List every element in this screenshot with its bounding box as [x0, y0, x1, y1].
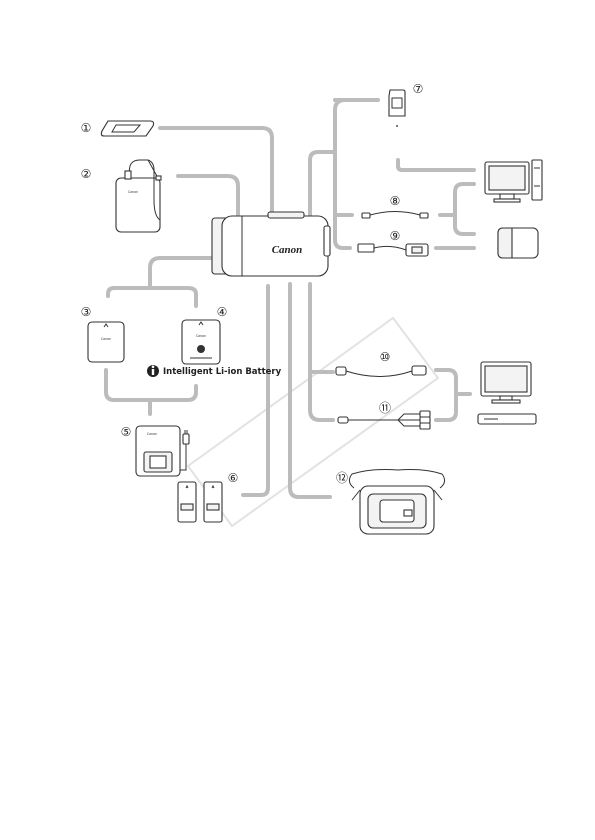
stereo-video-cable — [337, 410, 431, 430]
battery-pack-intelligent: Canon — [181, 319, 221, 365]
remote-controller — [100, 120, 155, 137]
marker-12: ⑫ — [336, 471, 348, 485]
camcorder: Canon — [211, 211, 331, 277]
battery-packs-pair — [177, 481, 223, 523]
battery-pack-small: Canon — [87, 321, 125, 363]
battery-brand-text: Canon — [101, 337, 111, 341]
marker-7: ⑦ — [413, 82, 424, 96]
info-circle-icon — [147, 365, 159, 377]
compact-power-adapter: Canon — [115, 159, 162, 233]
hdmi-cable — [335, 365, 427, 377]
marker-2: ② — [81, 167, 92, 181]
adapter-brand-text: Canon — [128, 190, 138, 194]
intelligent-battery-label: Intelligent Li-ion Battery — [163, 367, 282, 377]
intelligent-battery-badge: Intelligent Li-ion Battery — [147, 365, 282, 377]
computer — [484, 159, 543, 203]
marker-4: ④ — [217, 305, 228, 319]
intelligent-battery-brand-text: Canon — [196, 334, 206, 338]
battery-charger: Canon — [135, 425, 190, 477]
marker-6: ⑥ — [228, 471, 239, 485]
marker-10: ⑩ — [380, 350, 391, 364]
marker-1: ① — [81, 121, 92, 135]
camera-brand-text: Canon — [272, 244, 303, 256]
connector-lines — [104, 98, 476, 499]
soft-case — [348, 469, 446, 535]
memory-card — [388, 89, 406, 127]
dvd-burner — [497, 227, 539, 259]
marker-3: ③ — [81, 305, 92, 319]
charger-brand-text: Canon — [147, 432, 157, 436]
marker-5: ⑤ — [121, 425, 132, 439]
usb-cable — [361, 211, 429, 219]
marker-11: ⑪ — [379, 401, 391, 415]
marker-8: ⑧ — [390, 194, 401, 208]
video-recorder — [477, 413, 537, 425]
marker-9: ⑨ — [390, 229, 401, 243]
usb-adapter-cable — [357, 243, 429, 257]
television — [480, 361, 532, 404]
